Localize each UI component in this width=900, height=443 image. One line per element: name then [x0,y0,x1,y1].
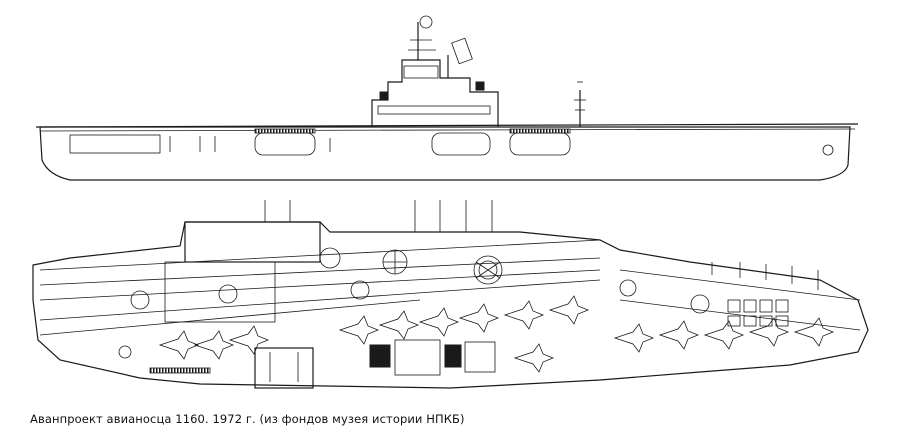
side-profile-view [35,15,859,181]
deck-plan-view [32,200,869,389]
figure-caption: Аванпроект авианосца 1160. 1972 г. (из ф… [30,412,465,426]
